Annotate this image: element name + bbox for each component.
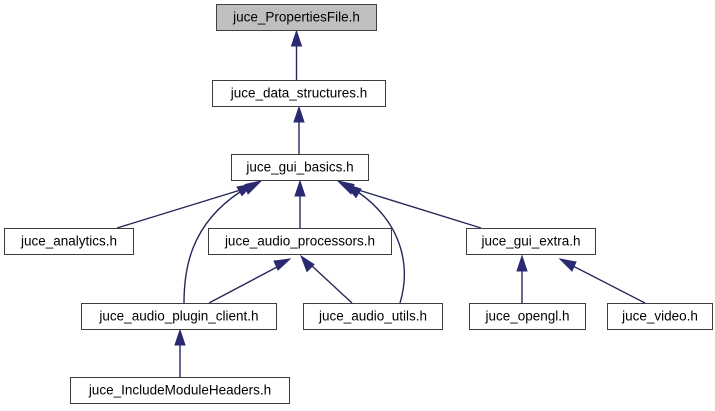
edge-audio_utils-to-gui_basics (357, 191, 405, 304)
edge-gui_extra-to-gui_basics (351, 187, 482, 229)
node-label-properties_file: juce_PropertiesFile.h (233, 9, 360, 25)
arrowhead-audio_plugin_client-to-gui_basics (236, 183, 255, 197)
arrowhead-include_module_headers-to-audio_plugin_client (174, 328, 186, 346)
edge-audio_utils-to-audio_processors (311, 265, 353, 304)
node-label-gui_extra: juce_gui_extra.h (481, 233, 581, 249)
node-label-analytics: juce_analytics.h (20, 233, 118, 249)
node-opengl[interactable]: juce_opengl.h (469, 303, 586, 330)
node-audio_processors[interactable]: juce_audio_processors.h (208, 228, 392, 255)
node-gui_extra[interactable]: juce_gui_extra.h (466, 228, 596, 255)
node-data_structures[interactable]: juce_data_structures.h (212, 80, 386, 107)
edge-audio_plugin_client-to-audio_processors (208, 266, 278, 304)
node-label-data_structures: juce_data_structures.h (230, 85, 368, 101)
node-label-audio_processors: juce_audio_processors.h (224, 233, 376, 249)
arrowhead-video-to-gui_extra (558, 258, 577, 272)
node-label-video: juce_video.h (622, 308, 698, 324)
node-audio_plugin_client[interactable]: juce_audio_plugin_client.h (81, 303, 277, 330)
edge-analytics-to-gui_basics (116, 187, 248, 229)
node-label-include_module_headers: juce_IncludeModuleHeaders.h (88, 382, 272, 398)
node-label-opengl: juce_opengl.h (485, 308, 570, 324)
arrowhead-data_structures-to-properties_file (290, 29, 303, 47)
arrowhead-audio_utils-to-gui_basics (343, 183, 362, 199)
node-gui_basics[interactable]: juce_gui_basics.h (231, 154, 369, 181)
node-include_module_headers[interactable]: juce_IncludeModuleHeaders.h (70, 377, 290, 404)
node-label-audio_plugin_client: juce_audio_plugin_client.h (99, 308, 259, 324)
arrowhead-opengl-to-gui_extra (516, 254, 528, 272)
edge-audio_plugin_client-to-gui_basics (183, 191, 241, 304)
node-properties_file[interactable]: juce_PropertiesFile.h (216, 4, 377, 31)
edge-video-to-gui_extra (572, 265, 646, 304)
node-audio_utils[interactable]: juce_audio_utils.h (303, 303, 443, 330)
node-video[interactable]: juce_video.h (607, 303, 713, 330)
arrowhead-gui_basics-to-data_structures (293, 105, 305, 123)
arrowhead-audio_utils-to-audio_processors (299, 254, 315, 273)
node-label-audio_utils: juce_audio_utils.h (318, 308, 428, 324)
node-label-gui_basics: juce_gui_basics.h (246, 159, 354, 175)
node-analytics[interactable]: juce_analytics.h (4, 228, 134, 255)
arrowhead-audio_processors-to-gui_basics (294, 179, 306, 197)
arrowhead-audio_plugin_client-to-audio_processors (273, 258, 292, 271)
